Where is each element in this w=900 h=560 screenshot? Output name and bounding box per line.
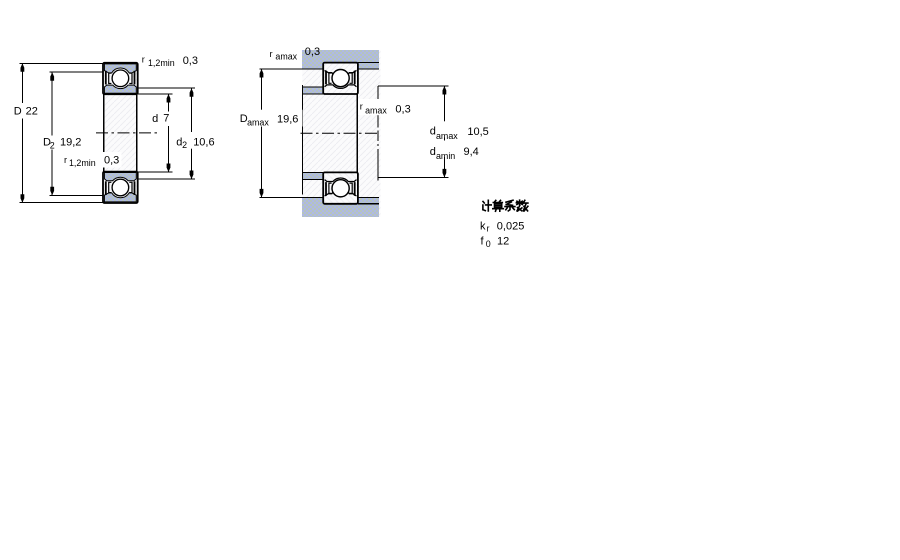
svg-text:2: 2 bbox=[182, 140, 187, 150]
svg-text:D: D bbox=[240, 113, 248, 125]
svg-text:r: r bbox=[64, 155, 67, 165]
svg-text:r: r bbox=[360, 101, 363, 111]
svg-text:0,3: 0,3 bbox=[104, 155, 119, 167]
svg-text:d: d bbox=[430, 146, 436, 158]
svg-text:0: 0 bbox=[486, 239, 491, 249]
svg-text:D: D bbox=[14, 105, 22, 117]
svg-text:k: k bbox=[480, 221, 486, 233]
svg-text:amax: amax bbox=[365, 105, 387, 115]
svg-text:r: r bbox=[270, 49, 273, 59]
svg-text:d: d bbox=[176, 137, 182, 149]
svg-text:19,2: 19,2 bbox=[60, 137, 81, 149]
svg-text:amin: amin bbox=[436, 151, 455, 161]
svg-text:0,3: 0,3 bbox=[395, 104, 410, 116]
svg-text:1,2min: 1,2min bbox=[148, 58, 175, 68]
svg-text:r: r bbox=[487, 224, 490, 234]
svg-text:19,6: 19,6 bbox=[277, 113, 298, 125]
svg-text:9,4: 9,4 bbox=[464, 146, 479, 158]
svg-text:1,2min: 1,2min bbox=[69, 158, 96, 168]
svg-text:amax: amax bbox=[247, 117, 269, 127]
svg-text:amax: amax bbox=[436, 131, 458, 141]
svg-text:22: 22 bbox=[26, 105, 38, 117]
svg-text:10,6: 10,6 bbox=[193, 136, 214, 148]
svg-text:D: D bbox=[43, 137, 51, 149]
svg-text:2: 2 bbox=[50, 141, 55, 151]
svg-text:r: r bbox=[142, 55, 145, 65]
svg-text:0,025: 0,025 bbox=[497, 220, 525, 232]
svg-text:0,3: 0,3 bbox=[183, 55, 198, 67]
svg-text:amax: amax bbox=[275, 52, 297, 62]
svg-text:7: 7 bbox=[163, 113, 169, 125]
svg-text:10,5: 10,5 bbox=[467, 126, 488, 138]
svg-text:f: f bbox=[481, 235, 485, 247]
svg-text:0,3: 0,3 bbox=[305, 46, 320, 58]
svg-text:d: d bbox=[152, 113, 158, 125]
svg-text:12: 12 bbox=[497, 235, 509, 247]
svg-text:d: d bbox=[430, 126, 436, 138]
